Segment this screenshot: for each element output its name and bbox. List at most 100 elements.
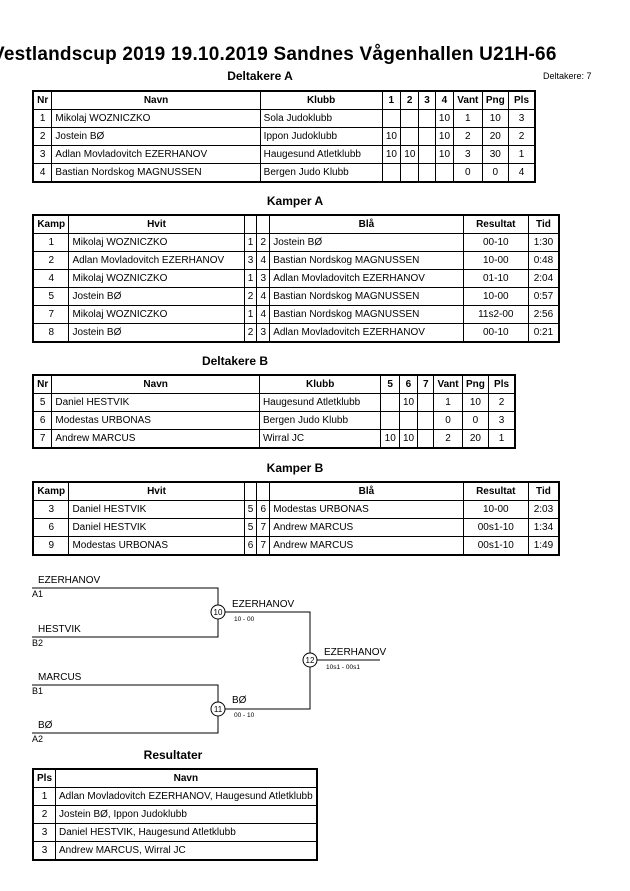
semi2-top-name: MARCUS [38, 672, 82, 683]
cell-result: 00-10 [462, 323, 529, 343]
col-blue-nr [256, 481, 271, 501]
cell-name: Modestas URBONAS [51, 411, 260, 430]
cell-score [380, 393, 400, 412]
cell-score [417, 393, 435, 412]
col-points: Png [461, 374, 490, 394]
cell-blue: Bastian Nordskog MAGNUSSEN [269, 287, 464, 306]
cell-time: 0:48 [527, 251, 560, 270]
col-opp-4: 4 [434, 90, 455, 110]
cell-white: Jostein BØ [68, 287, 245, 306]
cell-points: 0 [481, 163, 510, 183]
cell-match: 4 [32, 269, 70, 288]
col-time: Tid [527, 214, 560, 234]
cell-points: 30 [481, 145, 510, 164]
semi1-bottom-seed: B2 [32, 638, 43, 648]
cell-white-nr: 2 [243, 287, 258, 306]
cell-white-nr: 1 [243, 269, 258, 288]
bracket: EZERHANOV A1 HESTVIK B2 MARCUS B1 BØ A2 … [32, 575, 387, 744]
cell-club: Sola Judoklubb [259, 109, 383, 128]
semi2-top-seed: B1 [32, 686, 43, 696]
cell-name: Daniel HESTVIK [51, 393, 260, 412]
semi2-score: 00 - 10 [234, 712, 255, 719]
cell-won: 0 [433, 411, 463, 430]
col-club: Klubb [258, 374, 382, 394]
cell-place: 1 [32, 787, 57, 806]
cell-blue-nr: 2 [256, 233, 271, 252]
cell-name: Adlan Movladovitch EZERHANOV [51, 145, 261, 164]
cell-score [381, 163, 401, 183]
cell-place: 4 [508, 163, 536, 183]
cell-place: 2 [488, 393, 516, 412]
cell-score: 10 [399, 145, 420, 164]
cell-points: 10 [461, 393, 490, 412]
cell-blue-nr: 7 [256, 536, 271, 556]
semi1-winner: EZERHANOV [232, 599, 295, 610]
group-b-heading: Deltakere B [201, 354, 269, 368]
col-white-nr [243, 481, 258, 501]
col-opp-7: 7 [417, 374, 435, 394]
final-winner: EZERHANOV [324, 647, 387, 658]
cell-white: Mikolaj WOZNICZKO [68, 269, 245, 288]
cell-points: 20 [481, 127, 510, 146]
semi1-top-name: EZERHANOV [38, 575, 101, 586]
col-white: Hvit [68, 481, 245, 501]
col-opp-3: 3 [418, 90, 436, 110]
cell-score: 10 [434, 145, 455, 164]
match-10-circle [210, 604, 226, 620]
cell-white-nr: 2 [243, 323, 258, 343]
cell-match: 1 [32, 233, 70, 252]
cell-club: Wirral JC [258, 429, 382, 449]
cell-time: 2:56 [527, 305, 560, 324]
cell-time: 1:34 [527, 518, 560, 537]
col-blue: Blå [269, 481, 464, 501]
cell-score: 10 [380, 429, 400, 449]
cell-name: Andrew MARCUS [51, 429, 260, 449]
cell-place: 1 [488, 429, 516, 449]
cell-name: Jostein BØ, Ippon Judoklubb [55, 805, 318, 824]
cell-match: 3 [32, 500, 70, 519]
cell-score: 10 [398, 429, 419, 449]
cell-club: Haugesund Atletklubb [259, 145, 383, 164]
cell-blue: Andrew MARCUS [269, 536, 464, 556]
cell-blue-nr: 4 [256, 251, 271, 270]
col-place: Pls [508, 90, 536, 110]
col-won: Vant [433, 374, 463, 394]
cell-match: 9 [32, 536, 70, 556]
semi2-bracket-line [32, 684, 219, 734]
matches-a-heading: Kamper A [266, 194, 324, 208]
cell-score [418, 145, 436, 164]
cell-blue-nr: 3 [256, 269, 271, 288]
cell-won: 1 [453, 109, 483, 128]
cell-name: Mikolaj WOZNICZKO [51, 109, 261, 128]
cell-white-nr: 5 [243, 518, 258, 537]
semi1-bottom-name: HESTVIK [38, 624, 81, 635]
cell-match: 6 [32, 518, 70, 537]
col-white-nr [243, 214, 258, 234]
cell-blue-nr: 6 [256, 500, 271, 519]
col-place: Pls [32, 768, 57, 788]
cell-white: Jostein BØ [68, 323, 245, 343]
semi2-winner: BØ [232, 695, 247, 706]
col-points: Png [481, 90, 510, 110]
cell-score [380, 411, 400, 430]
cell-nr: 6 [32, 411, 53, 430]
col-white: Hvit [68, 214, 245, 234]
cell-place: 2 [508, 127, 536, 146]
cell-white: Mikolaj WOZNICZKO [68, 233, 245, 252]
cell-score [417, 411, 435, 430]
cell-blue-nr: 7 [256, 518, 271, 537]
cell-score [418, 127, 436, 146]
cell-white: Daniel HESTVIK [68, 518, 245, 537]
cell-time: 1:30 [527, 233, 560, 252]
cell-match: 8 [32, 323, 70, 343]
